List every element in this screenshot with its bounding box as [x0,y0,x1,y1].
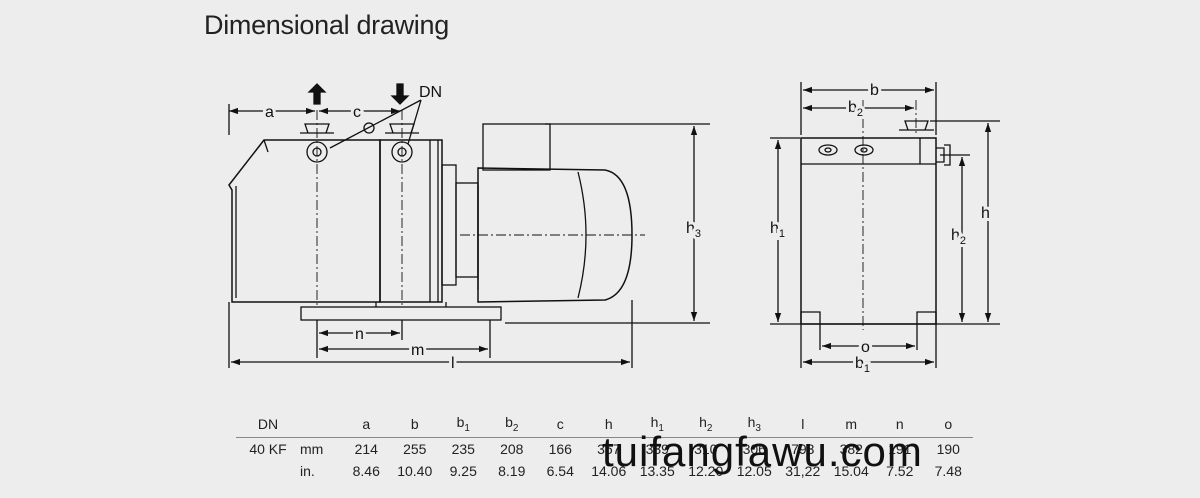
watermark: tuifangfawu.com [602,428,923,475]
table-header-cell: b [410,415,419,432]
table-cell: 8.46 [352,463,380,479]
table-cell: 14.06 [591,463,627,479]
label-m: m [411,342,424,359]
label-o: o [861,339,870,356]
table-header-cell [300,410,342,438]
table-cell: 10.40 [397,463,433,479]
table-header-cell: n [895,415,904,432]
table-cell: 9.25 [449,463,477,479]
table-cell: 31,22 [785,463,821,479]
table-header-cell: c [556,415,564,432]
table-cell: 12.05 [736,463,772,479]
table-cell: 214 [342,437,391,460]
table-cell: 15.04 [833,463,869,479]
table-cell: 6.54 [546,463,574,479]
label-c: c [353,104,361,121]
table-cell: 310 [681,437,730,460]
table-cell: 339 [633,437,682,460]
label-b2: b2 [848,99,863,119]
label-h2: h2 [951,227,966,247]
table-cell: 8.19 [498,463,526,479]
table-cell: in. [300,463,315,479]
table-header-cell: m [845,415,858,432]
table-cell: 191 [875,437,924,460]
label-a: a [265,104,274,121]
table-cell: 166 [536,437,585,460]
label-h: h [981,205,990,222]
table-cell: 12.20 [688,463,724,479]
page-title: Dimensional drawing [204,10,449,40]
table-header-cell: h1 [650,413,664,434]
table-header-row: DN a b b1 b2 c h h1 h2 h3 l m n o [236,410,973,438]
label-dn: DN [419,84,442,101]
label-b: b [870,82,879,99]
table-header-cell: b2 [505,413,519,434]
table-cell: 13.35 [639,463,675,479]
table-cell: 208 [487,437,536,460]
table-cell [236,460,300,482]
front-view [770,82,1000,368]
table-cell: 235 [439,437,488,460]
table-header-cell: h3 [747,413,761,434]
table-row: in. 8.46 10.40 9.25 8.19 6.54 14.06 13.35 12.20 1… [236,460,973,482]
table-cell: 7.52 [886,463,914,479]
table-cell: 793 [778,437,827,460]
table-cell: mm [300,437,342,460]
table-cell: 190 [924,437,973,460]
table-header-cell: DN [257,415,279,432]
label-b1: b1 [855,355,870,375]
table-cell: 306 [730,437,779,460]
side-view [228,83,710,368]
table-cell: 7.48 [934,463,962,479]
table-header-cell: h2 [699,413,713,434]
table-cell: 357 [584,437,633,460]
table-header-cell: b1 [456,413,470,434]
label-n: n [355,326,364,343]
table-cell: 40 KF [236,437,300,460]
table-header-cell: o [944,415,953,432]
table-header-cell: h [604,415,613,432]
table-header-cell: a [362,415,371,432]
label-l: l [451,355,455,372]
table-cell: 255 [390,437,439,460]
table-cell: 382 [827,437,876,460]
table-header-cell: l [801,415,805,432]
